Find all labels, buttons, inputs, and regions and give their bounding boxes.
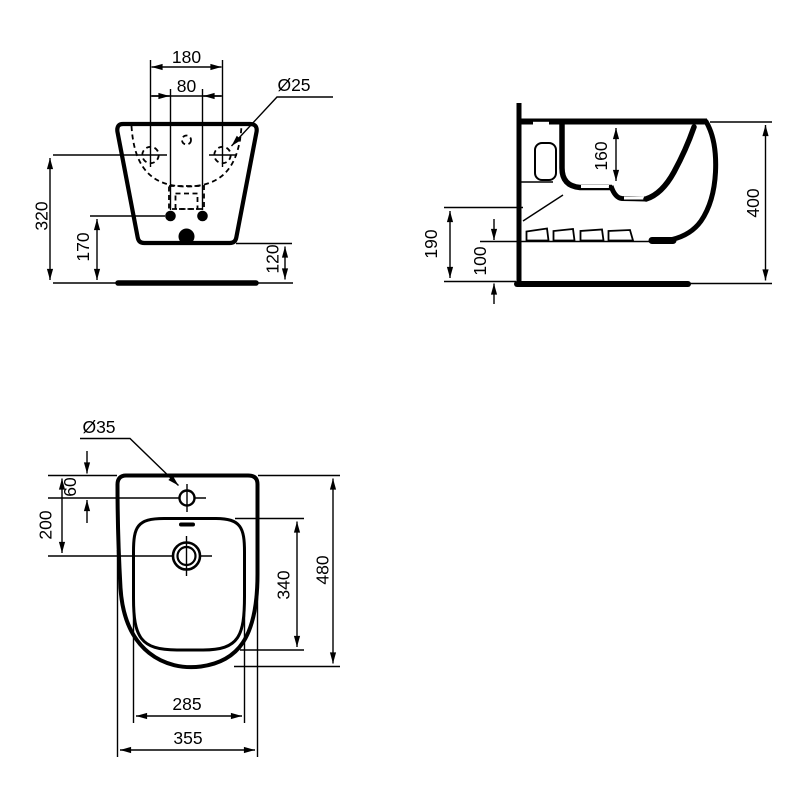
rim-slot-mark xyxy=(179,522,195,527)
dim-text-200: 200 xyxy=(36,510,56,539)
plan-view: Ø35 60 200 340 480 285 355 xyxy=(36,417,340,757)
dim-text-160: 160 xyxy=(591,141,611,170)
serration xyxy=(552,228,576,242)
bolt-hole-left xyxy=(165,210,176,222)
reference-leader-line xyxy=(522,194,564,222)
dim-text-120: 120 xyxy=(263,244,283,273)
dim-text-480: 480 xyxy=(313,555,333,584)
fixing-slot xyxy=(534,142,557,181)
serration xyxy=(607,229,635,242)
dim-text-d25: Ø25 xyxy=(277,75,310,95)
drain-outlet xyxy=(178,228,195,245)
fixing-hole-right xyxy=(213,145,232,165)
bowl-rim-outline xyxy=(132,517,246,652)
dim-text-170: 170 xyxy=(73,232,93,261)
dim-text-320: 320 xyxy=(32,201,52,230)
bolt-hole-right xyxy=(197,210,208,222)
leader-line-d35 xyxy=(80,437,179,487)
rim-notch xyxy=(533,121,549,126)
dim-text-190: 190 xyxy=(421,229,441,258)
dim-text-400: 400 xyxy=(743,188,763,217)
bowl-back-and-bottom xyxy=(559,122,612,191)
side-view: 160 400 190 100 xyxy=(421,103,772,304)
hidden-bowl-outline xyxy=(130,125,243,188)
underside-serrations xyxy=(525,227,635,242)
fixing-hole-left xyxy=(141,145,160,165)
bowl-bottom-slot xyxy=(581,185,609,188)
drain-seat-slot xyxy=(624,196,644,200)
serration xyxy=(579,228,605,242)
plan-outline xyxy=(115,473,260,670)
hidden-drain-box-inner xyxy=(174,192,199,210)
dim-text-355: 355 xyxy=(173,728,202,748)
front-outline xyxy=(115,121,259,246)
front-view: 180 80 Ø25 320 170 120 xyxy=(32,47,333,286)
drain-seat xyxy=(608,185,647,202)
leader-line-d25 xyxy=(230,96,333,147)
overflow-hole xyxy=(181,134,192,146)
dim-text-d35: Ø35 xyxy=(82,417,115,437)
dim-text-180: 180 xyxy=(172,47,201,67)
front-outer-profile xyxy=(669,119,719,242)
hidden-drain-box xyxy=(168,185,205,210)
dim-text-80: 80 xyxy=(177,76,197,96)
dim-text-285: 285 xyxy=(172,694,201,714)
dim-text-60: 60 xyxy=(60,477,80,497)
dim-text-100: 100 xyxy=(470,246,490,275)
serration xyxy=(525,227,550,242)
dim-text-340: 340 xyxy=(274,570,294,599)
bowl-front-inner-wall xyxy=(643,124,697,202)
